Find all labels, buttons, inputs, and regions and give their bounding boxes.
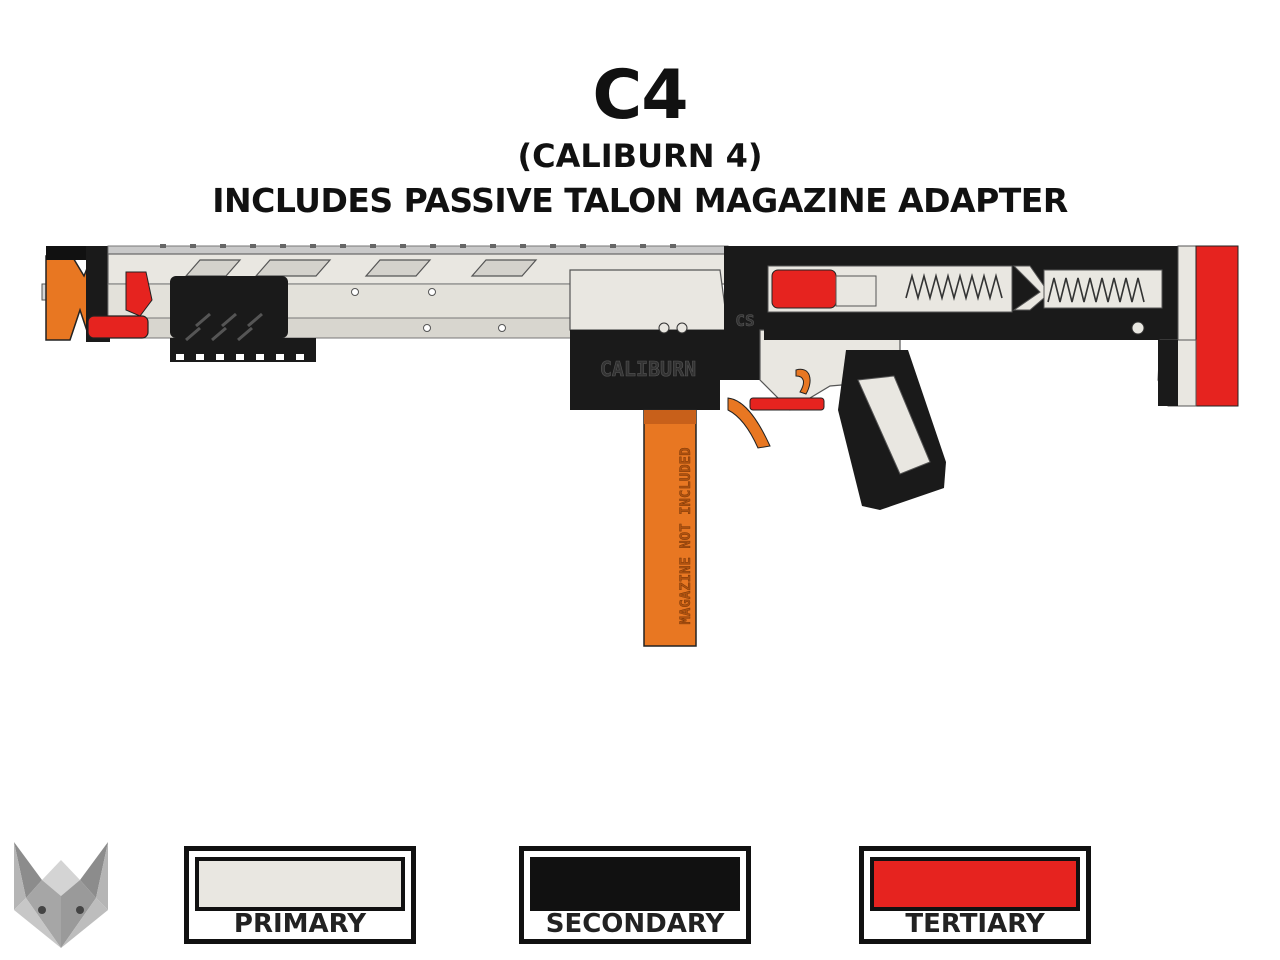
cs-logo-text: CS <box>735 311 754 330</box>
mag-release <box>727 397 771 449</box>
page-subtitle: (CALIBURN 4) <box>517 137 763 175</box>
swatch-primary-fill <box>195 857 405 911</box>
swatch-secondary-fill <box>530 857 740 911</box>
receiver-upper <box>569 269 729 331</box>
page-title: C4 <box>592 56 688 135</box>
blaster-illustration: CALIBURN CS MAGAZINE NOT INCLUDED <box>41 244 1239 647</box>
swatch-primary: PRIMARY <box>184 846 416 944</box>
buttpad <box>1195 245 1239 407</box>
trigger <box>795 368 811 395</box>
plunger <box>771 269 837 309</box>
adapter-note: INCLUDES PASSIVE TALON MAGAZINE ADAPTER <box>212 181 1068 220</box>
swatch-tertiary: TERTIARY <box>859 846 1091 944</box>
swatch-secondary: SECONDARY <box>519 846 751 944</box>
spring-rear <box>1047 277 1145 303</box>
magazine-label: MAGAZINE NOT INCLUDED <box>678 447 694 624</box>
top-rail <box>107 245 729 255</box>
swatch-primary-label: PRIMARY <box>233 909 367 939</box>
caliburn-logo-text: CALIBURN <box>600 357 696 381</box>
swatch-secondary-label: SECONDARY <box>545 909 725 939</box>
front-red-part <box>87 315 149 339</box>
foregrip <box>170 276 288 338</box>
swatch-tertiary-label: TERTIARY <box>905 909 1045 939</box>
spring-front <box>905 272 1003 302</box>
receiver-lower <box>570 330 760 410</box>
magazine <box>643 409 697 647</box>
foxhole-logo-icon <box>14 842 108 948</box>
swatch-tertiary-fill <box>870 857 1080 911</box>
